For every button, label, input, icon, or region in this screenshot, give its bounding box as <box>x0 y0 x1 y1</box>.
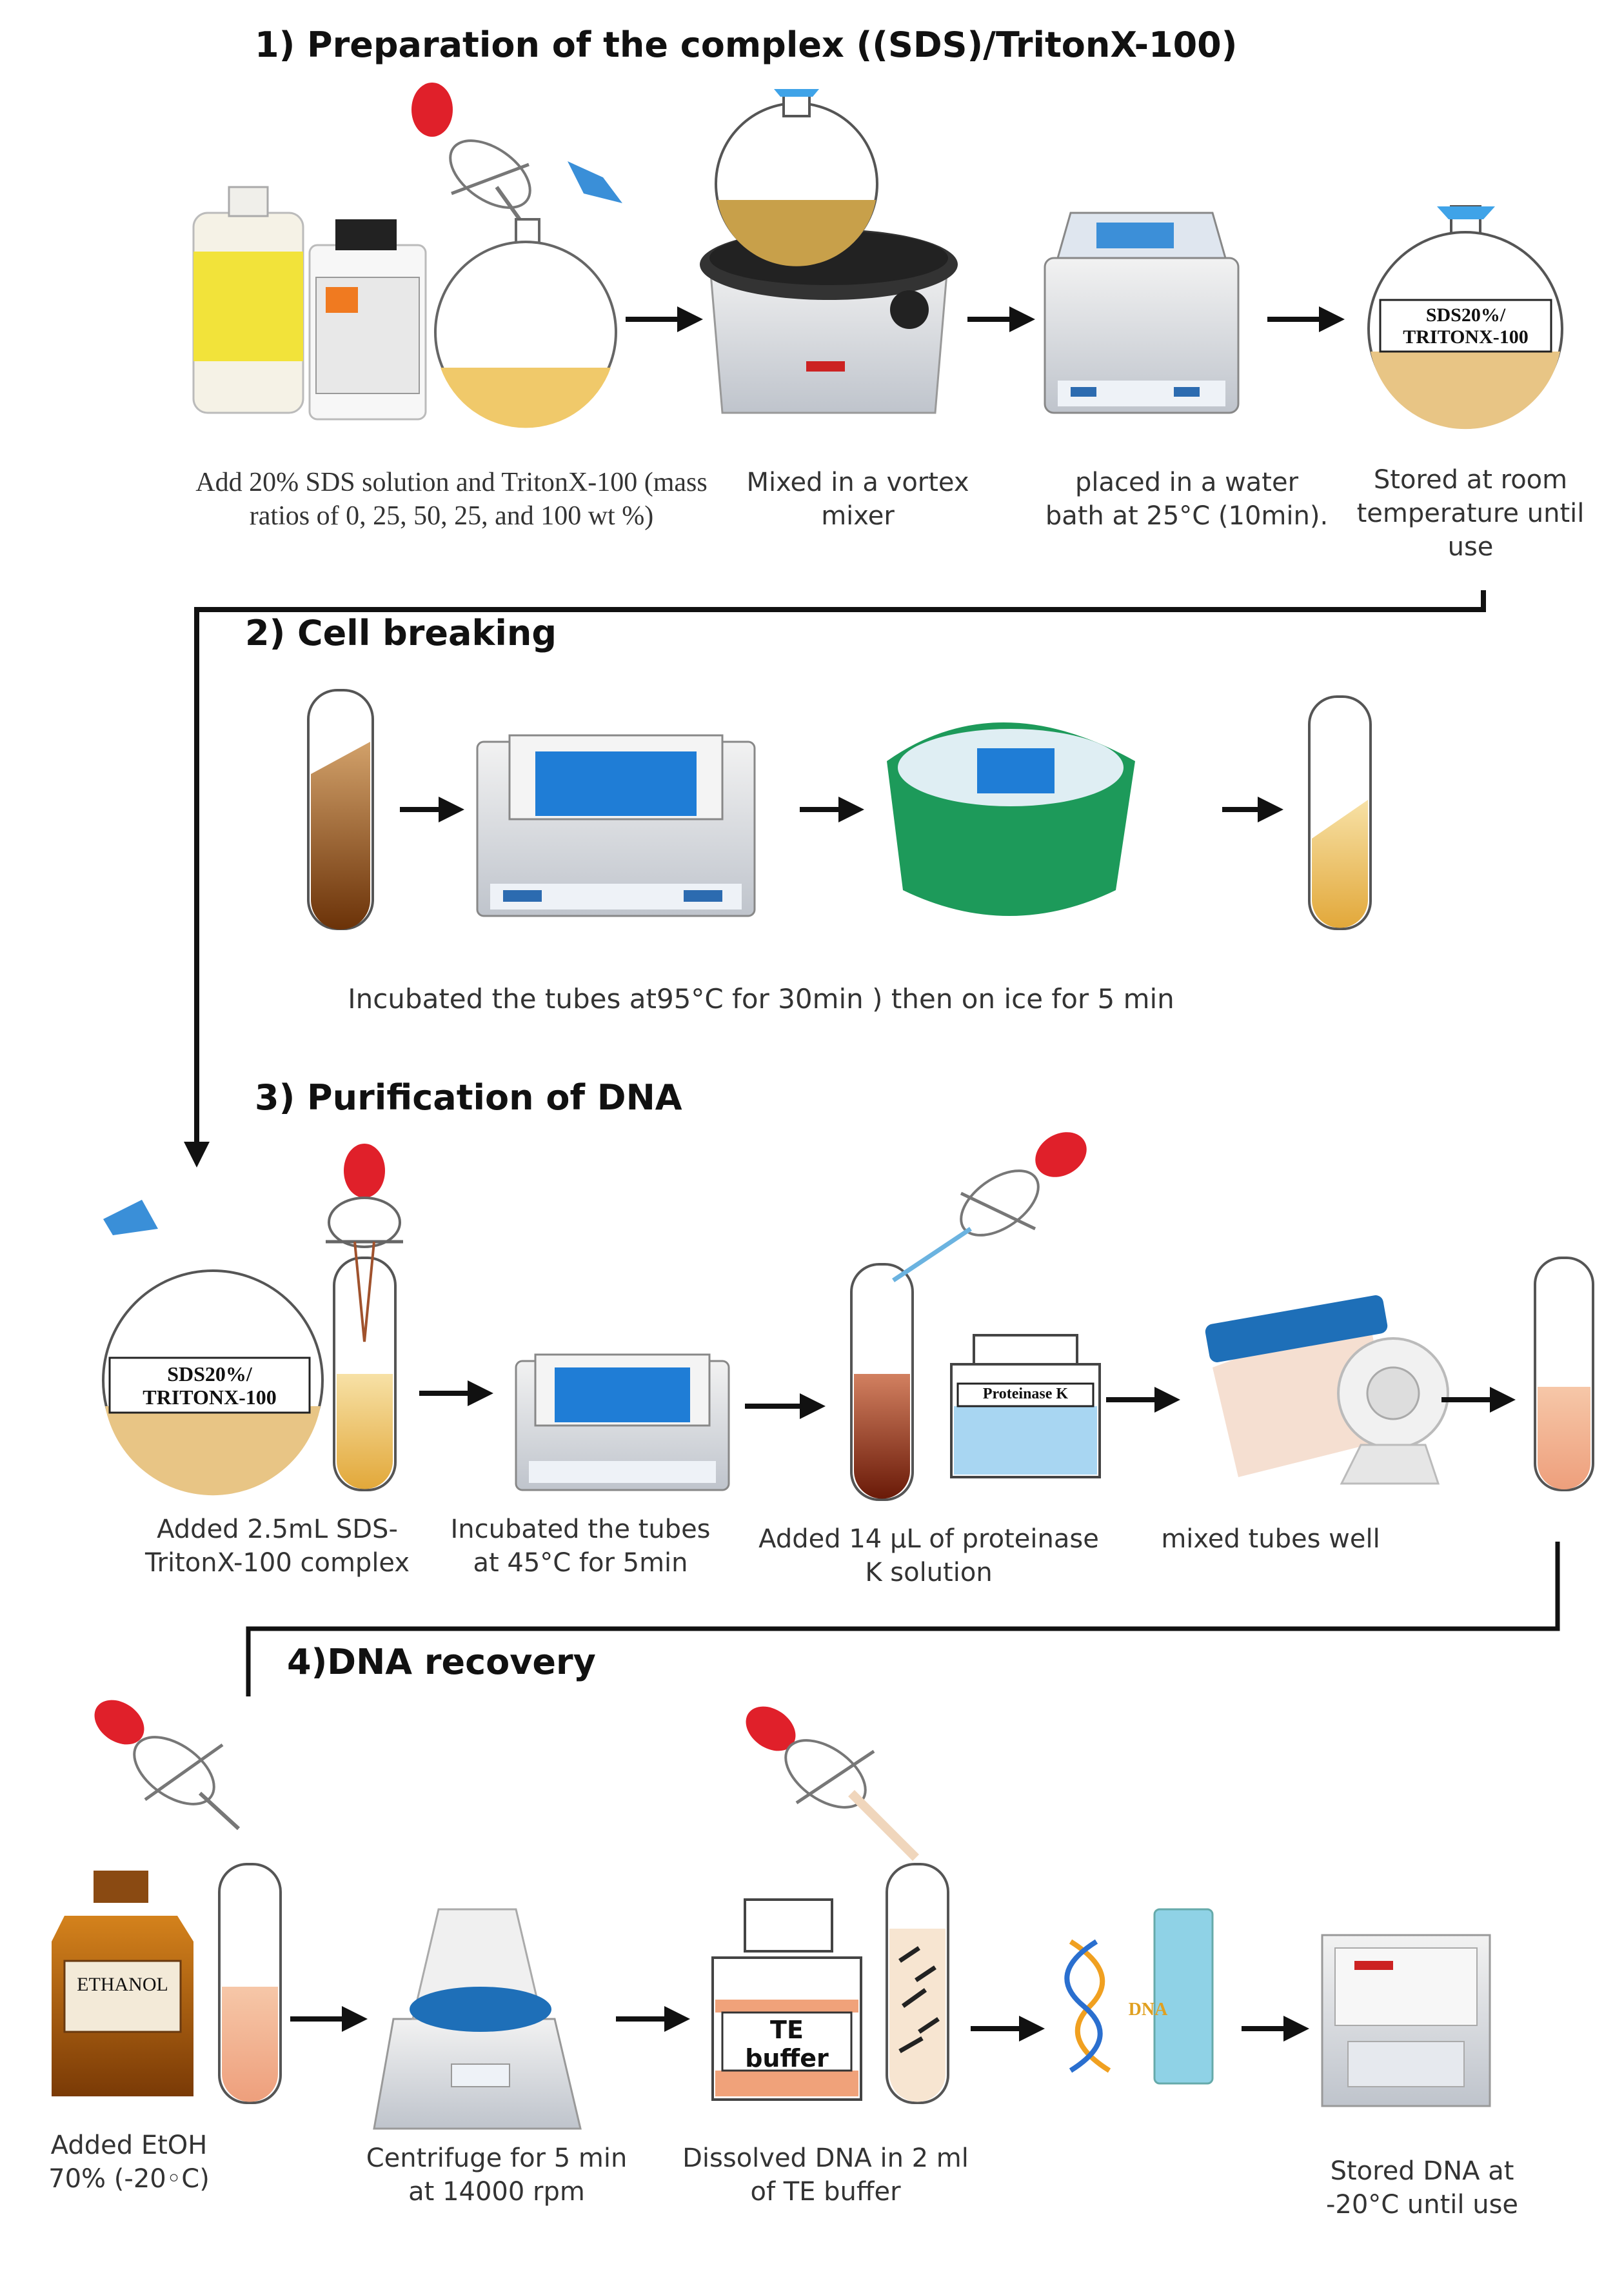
te-label-line-1: TE <box>770 2016 804 2044</box>
flask-label-line-2: TRITONX-100 <box>143 1386 277 1409</box>
flask-label-line-1: SDS20%/ <box>1425 304 1506 326</box>
flask-label-s1: SDS20%/ TRITONX-100 <box>1380 304 1551 348</box>
caption-s4-dissolve: Dissolved DNA in 2 ml of TE buffer <box>682 2143 969 2207</box>
caption-s3-proteinase: Added 14 µL of proteinase K solution <box>758 1524 1099 1587</box>
vortex-mixer <box>700 89 958 414</box>
caption-s2-incubate: Incubated the tubes at95°C for 30min ) t… <box>348 983 1174 1015</box>
proteinase-label: Proteinase K <box>982 1386 1069 1402</box>
te-buffer-label: TE buffer <box>722 2016 851 2072</box>
section-3-title: 3) Purification of DNA <box>255 1077 682 1118</box>
tube-s3-end <box>1534 1257 1594 1491</box>
caption-s3-incubate: Incubated the tubes at 45°C for 5min <box>450 1515 711 1578</box>
dna-label: DNA <box>1128 2000 1168 2020</box>
pipette-icon-s4a <box>94 1700 241 1831</box>
flask-s1-mix <box>434 218 617 428</box>
weigh-boat-icon-s3 <box>103 1200 158 1235</box>
caption-s4-centrifuge: Centrifuge for 5 min at 14000 rpm <box>366 2143 628 2207</box>
caption-s3-added: Added 2.5mL SDS-TritonX-100 complex <box>144 1515 410 1578</box>
caption-s1-bath: placed in a water bath at 25°C (10min). <box>1045 468 1329 531</box>
weigh-boat-icon <box>568 161 622 203</box>
te-label-line-2: buffer <box>745 2044 829 2072</box>
pipette-icon <box>411 83 531 234</box>
dna-helix-icon <box>1064 1908 1214 2085</box>
pipette-icon-s4b <box>746 1706 919 1861</box>
heating-block-s2 <box>476 734 756 917</box>
ethanol-bottle <box>52 1871 193 2096</box>
tube-s4-etoh <box>218 1863 282 2104</box>
ethanol-label: ETHANOL <box>77 1974 168 1995</box>
connector-s1-to-s3 <box>184 590 1486 1168</box>
caption-s1-store: Stored at room temperature until use <box>1356 465 1585 562</box>
tube-s2-end <box>1308 695 1372 930</box>
caption-s1-vortex: Mixed in a vortex mixer <box>746 468 969 531</box>
connector-s3-to-s4 <box>246 1542 1560 1696</box>
te-buffer-bottle <box>711 1898 862 2101</box>
section-1-title: 1) Preparation of the complex ((SDS)/Tri… <box>255 25 1238 65</box>
flow-arrows-s3 <box>419 1380 1516 1419</box>
water-bath <box>1044 212 1240 414</box>
heating-block-s3 <box>515 1353 730 1491</box>
ice-bath-bowl <box>887 722 1135 916</box>
centrifuge <box>373 1908 582 2130</box>
tube-s2-start <box>307 689 374 930</box>
caption-s3-mixed: mixed tubes well <box>1161 1524 1380 1554</box>
caption-s4-store: Stored DNA at -20°C until use <box>1325 2156 1519 2220</box>
flask-label-line-2: TRITONX-100 <box>1403 326 1529 348</box>
flask-s3-complex <box>102 1269 324 1496</box>
tube-rotator <box>1205 1295 1449 1485</box>
tube-s3-pipette <box>326 1144 403 1491</box>
reagent-bottles <box>192 186 427 421</box>
section-4-title: 4)DNA recovery <box>287 1642 596 1682</box>
flask-label-s3: SDS20%/ TRITONX-100 <box>110 1362 310 1409</box>
caption-s4-etoh: Added EtOH 70% (-20◦C) <box>48 2131 210 2194</box>
flask-s1-stored <box>1367 205 1563 430</box>
flask-label-line-1: SDS20%/ <box>167 1362 252 1386</box>
pipette-icon-s3 <box>892 1132 1087 1282</box>
caption-s1-add: Add 20% SDS solution and TritonX-100 (ma… <box>195 468 708 531</box>
tube-s4-dna <box>886 1863 949 2104</box>
section-2-title: 2) Cell breaking <box>245 613 557 653</box>
freezer <box>1321 1934 1491 2107</box>
tube-s3-proteinase <box>850 1263 914 1501</box>
proteinase-bottle <box>950 1334 1101 1478</box>
flow-arrows-s4 <box>290 2006 1309 2042</box>
